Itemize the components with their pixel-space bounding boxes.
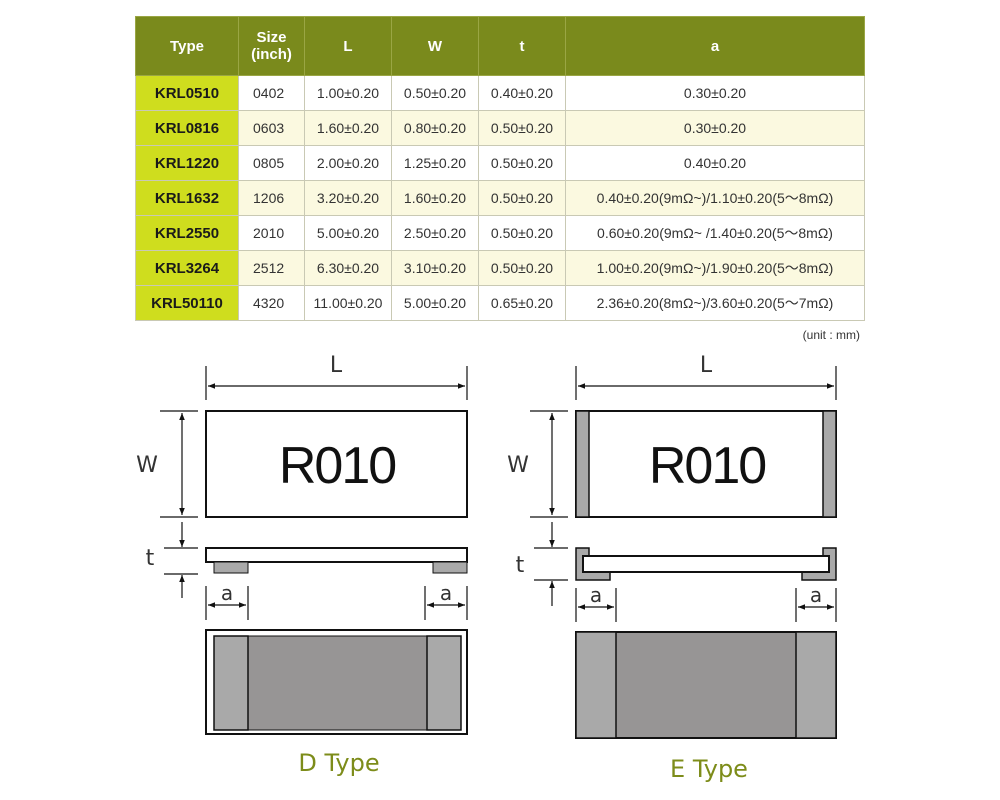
table-row: KRL1632 1206 3.20±0.20 1.60±0.20 0.50±0.… <box>135 180 865 216</box>
cell-t: 0.50±0.20 <box>478 250 566 286</box>
table-row: KRL0510 0402 1.00±0.20 0.50±0.20 0.40±0.… <box>135 75 865 111</box>
cell-type: KRL0510 <box>135 75 239 111</box>
e-type-top-view: R010 <box>575 410 837 518</box>
e-type-label-w: W <box>507 453 529 478</box>
e-type-l-dimension: L <box>575 353 837 400</box>
e-type-diagram: L R010 W t <box>507 353 837 783</box>
e-type-side-view <box>575 547 837 581</box>
header-l: L <box>304 16 392 76</box>
cell-a: 0.40±0.20(9mΩ~)/1.10±0.20(5～8mΩ) <box>565 180 865 216</box>
d-type-label-l: L <box>330 353 343 378</box>
e-type-label-a-left: a <box>590 583 602 607</box>
cell-t: 0.65±0.20 <box>478 285 566 321</box>
cell-type: KRL1632 <box>135 180 239 216</box>
cell-w: 1.60±0.20 <box>391 180 479 216</box>
cell-a: 0.60±0.20(9mΩ~ /1.40±0.20(5～8mΩ) <box>565 215 865 251</box>
cell-l: 3.20±0.20 <box>304 180 392 216</box>
cell-size: 2512 <box>238 250 305 286</box>
d-type-top-view: R010 <box>205 410 468 518</box>
table-row: KRL1220 0805 2.00±0.20 1.25±0.20 0.50±0.… <box>135 145 865 181</box>
d-type-bottom-view <box>205 629 468 735</box>
header-a: a <box>565 16 865 76</box>
d-type-side-view <box>205 547 468 574</box>
e-type-a-dimension-left: a <box>575 583 617 622</box>
cell-type: KRL1220 <box>135 145 239 181</box>
e-type-t-dimension: t <box>516 522 568 606</box>
spec-table: Type Size (inch) L W t a KRL0510 0402 1.… <box>135 16 865 321</box>
cell-w: 2.50±0.20 <box>391 215 479 251</box>
header-type: Type <box>135 16 239 76</box>
d-type-marking: R010 <box>279 437 395 495</box>
cell-size: 2010 <box>238 215 305 251</box>
d-type-a-dimension-left: a <box>205 581 249 620</box>
cell-w: 0.50±0.20 <box>391 75 479 111</box>
cell-t: 0.50±0.20 <box>478 215 566 251</box>
cell-size: 4320 <box>238 285 305 321</box>
d-type-label-a-right: a <box>440 581 452 605</box>
d-type-label-a-left: a <box>221 581 233 605</box>
d-type-w-dimension: W <box>136 410 198 518</box>
table-row: KRL0816 0603 1.60±0.20 0.80±0.20 0.50±0.… <box>135 110 865 146</box>
header-w: W <box>391 16 479 76</box>
cell-l: 6.30±0.20 <box>304 250 392 286</box>
d-type-l-dimension: L <box>205 353 468 400</box>
cell-size: 0402 <box>238 75 305 111</box>
cell-l: 1.60±0.20 <box>304 110 392 146</box>
table-row: KRL3264 2512 6.30±0.20 3.10±0.20 0.50±0.… <box>135 250 865 286</box>
cell-type: KRL50110 <box>135 285 239 321</box>
cell-a: 2.36±0.20(8mΩ~)/3.60±0.20(5～7mΩ) <box>565 285 865 321</box>
cell-a: 1.00±0.20(9mΩ~)/1.90±0.20(5～8mΩ) <box>565 250 865 286</box>
e-type-w-dimension: W <box>507 410 568 518</box>
cell-l: 11.00±0.20 <box>304 285 392 321</box>
cell-size: 0805 <box>238 145 305 181</box>
cell-l: 1.00±0.20 <box>304 75 392 111</box>
e-type-label-a-right: a <box>810 583 822 607</box>
cell-t: 0.40±0.20 <box>478 75 566 111</box>
table-header-row: Type Size (inch) L W t a <box>135 16 865 76</box>
cell-type: KRL2550 <box>135 215 239 251</box>
cell-size: 0603 <box>238 110 305 146</box>
cell-size: 1206 <box>238 180 305 216</box>
cell-l: 2.00±0.20 <box>304 145 392 181</box>
e-type-marking: R010 <box>649 437 765 495</box>
e-type-a-dimension-right: a <box>795 583 837 622</box>
cell-w: 5.00±0.20 <box>391 285 479 321</box>
d-type-a-dimension-right: a <box>424 581 468 620</box>
cell-t: 0.50±0.20 <box>478 110 566 146</box>
d-type-label-w: W <box>136 453 158 478</box>
header-size-line1: Size <box>256 29 287 46</box>
header-t: t <box>478 16 566 76</box>
d-type-t-dimension: t <box>146 522 198 598</box>
table-row: KRL50110 4320 11.00±0.20 5.00±0.20 0.65±… <box>135 285 865 321</box>
unit-note: (unit : mm) <box>802 328 860 342</box>
e-type-bottom-view <box>575 631 837 739</box>
cell-l: 5.00±0.20 <box>304 215 392 251</box>
table-row: KRL2550 2010 5.00±0.20 2.50±0.20 0.50±0.… <box>135 215 865 251</box>
header-size-line2: (inch) <box>251 46 292 63</box>
e-type-label-t: t <box>516 553 525 578</box>
cell-a: 0.40±0.20 <box>565 145 865 181</box>
e-type-label-l: L <box>700 353 713 378</box>
e-type-caption: E Type <box>670 755 748 783</box>
cell-w: 0.80±0.20 <box>391 110 479 146</box>
d-type-diagram: L R010 W t <box>136 353 468 777</box>
d-type-label-t: t <box>146 546 155 571</box>
d-type-caption: D Type <box>298 749 379 777</box>
